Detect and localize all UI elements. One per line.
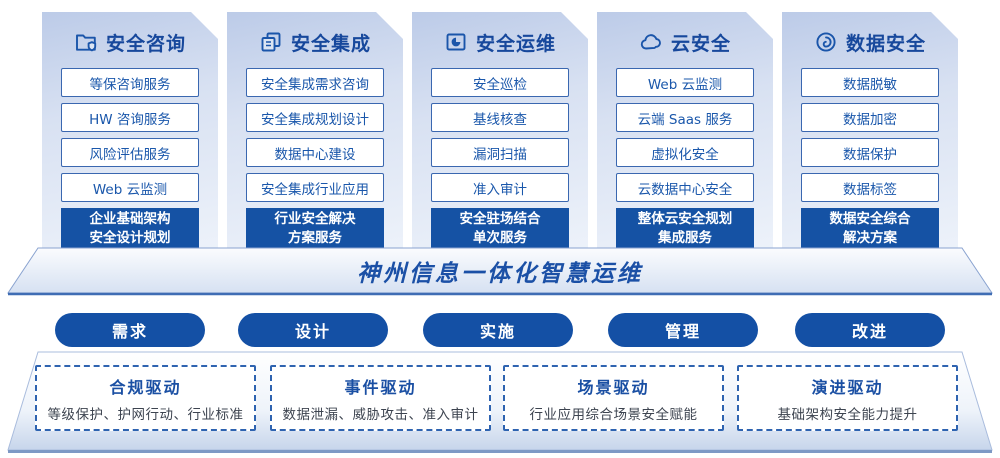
card-items: 数据脱敏 数据加密 数据保护 数据标签	[782, 68, 958, 202]
card-data-security: 数据安全 数据脱敏 数据加密 数据保护 数据标签 数据安全综合 解决方案	[782, 12, 958, 250]
cloud-icon	[639, 30, 663, 54]
card-title: 安全咨询	[105, 32, 186, 55]
driver-title: 演进驱动	[811, 377, 884, 397]
highlight-line: 企业基础架构	[89, 211, 171, 228]
highlight-line: 安全设计规划	[89, 230, 171, 246]
driver-evolution: 演进驱动 基础架构安全能力提升	[737, 365, 958, 431]
highlight-line: 单次服务	[473, 230, 527, 246]
card-title: 安全运维	[475, 32, 556, 55]
service-item: 数据标签	[801, 173, 939, 202]
service-item: 安全集成行业应用	[246, 173, 384, 202]
driver-desc: 行业应用综合场景安全赋能	[529, 406, 698, 423]
banner-trapezoid	[7, 247, 993, 296]
highlight-line: 解决方案	[843, 230, 897, 246]
driver-desc: 基础架构安全能力提升	[777, 406, 918, 423]
driver-title: 合规驱动	[109, 377, 182, 397]
service-item: 等保咨询服务	[61, 68, 199, 97]
pill-improvement: 改进	[795, 313, 945, 347]
service-item: Web 云监测	[61, 173, 199, 202]
highlight-box: 数据安全综合 解决方案	[801, 208, 939, 250]
card-cloud-security: 云安全 Web 云监测 云端 Saas 服务 虚拟化安全 云数据中心安全 整体云…	[597, 12, 773, 250]
driver-desc: 数据泄漏、威胁攻击、准入审计	[282, 406, 479, 423]
service-item: 数据加密	[801, 103, 939, 132]
service-item: 风险评估服务	[61, 138, 199, 167]
service-item: 漏洞扫描	[431, 138, 569, 167]
pill-management: 管理	[608, 313, 758, 347]
pill-design: 设计	[238, 313, 388, 347]
highlight-box: 行业安全解决 方案服务	[246, 208, 384, 250]
card-title: 数据安全	[845, 32, 926, 55]
service-item: 数据保护	[801, 138, 939, 167]
card-header: 数据安全	[782, 29, 958, 55]
card-title: 云安全	[670, 32, 731, 55]
service-item: 云数据中心安全	[616, 173, 754, 202]
card-items: 安全巡检 基线核查 漏洞扫描 准入审计	[412, 68, 588, 202]
driver-scenario: 场景驱动 行业应用综合场景安全赋能	[503, 365, 724, 431]
highlight-line: 集成服务	[658, 230, 712, 246]
fingerprint-icon	[814, 30, 838, 54]
service-item: 数据中心建设	[246, 138, 384, 167]
pie-folder-icon	[444, 30, 468, 54]
folder-shield-icon	[74, 30, 98, 54]
highlight-line: 行业安全解决	[274, 211, 356, 228]
card-items: Web 云监测 云端 Saas 服务 虚拟化安全 云数据中心安全	[597, 68, 773, 202]
card-items: 安全集成需求咨询 安全集成规划设计 数据中心建设 安全集成行业应用	[227, 68, 403, 202]
highlight-box: 企业基础架构 安全设计规划	[61, 208, 199, 250]
service-item: 云端 Saas 服务	[616, 103, 754, 132]
documents-icon	[259, 30, 283, 54]
card-security-operations: 安全运维 安全巡检 基线核查 漏洞扫描 准入审计 安全驻场结合 单次服务	[412, 12, 588, 250]
pill-implementation: 实施	[423, 313, 573, 347]
service-item: 安全巡检	[431, 68, 569, 97]
card-header: 安全运维	[412, 29, 588, 55]
driver-desc: 等级保护、护网行动、行业标准	[47, 406, 244, 423]
pill-requirements: 需求	[55, 313, 205, 347]
highlight-box: 整体云安全规划 集成服务	[616, 208, 754, 250]
card-security-integration: 安全集成 安全集成需求咨询 安全集成规划设计 数据中心建设 安全集成行业应用 行…	[227, 12, 403, 250]
driver-incident: 事件驱动 数据泄漏、威胁攻击、准入审计	[270, 365, 491, 431]
service-item: Web 云监测	[616, 68, 754, 97]
banner-title: 神州信息一体化智慧运维	[357, 261, 643, 287]
service-item: 安全集成规划设计	[246, 103, 384, 132]
card-title: 安全集成	[290, 32, 371, 55]
driver-title: 事件驱动	[344, 377, 417, 397]
highlight-line: 方案服务	[288, 230, 342, 246]
card-header: 安全咨询	[42, 29, 218, 55]
driver-compliance: 合规驱动 等级保护、护网行动、行业标准	[35, 365, 256, 431]
highlight-line: 整体云安全规划	[637, 211, 733, 228]
card-header: 云安全	[597, 29, 773, 55]
service-item: 虚拟化安全	[616, 138, 754, 167]
card-security-consulting: 安全咨询 等保咨询服务 HW 咨询服务 风险评估服务 Web 云监测 企业基础架…	[42, 12, 218, 250]
service-item: 基线核查	[431, 103, 569, 132]
highlight-box: 安全驻场结合 单次服务	[431, 208, 569, 250]
service-item: 安全集成需求咨询	[246, 68, 384, 97]
service-item: 准入审计	[431, 173, 569, 202]
card-items: 等保咨询服务 HW 咨询服务 风险评估服务 Web 云监测	[42, 68, 218, 202]
service-item: 数据脱敏	[801, 68, 939, 97]
service-item: HW 咨询服务	[61, 103, 199, 132]
highlight-line: 安全驻场结合	[459, 211, 541, 228]
highlight-line: 数据安全综合	[829, 211, 911, 228]
card-header: 安全集成	[227, 29, 403, 55]
driver-title: 场景驱动	[577, 377, 650, 397]
